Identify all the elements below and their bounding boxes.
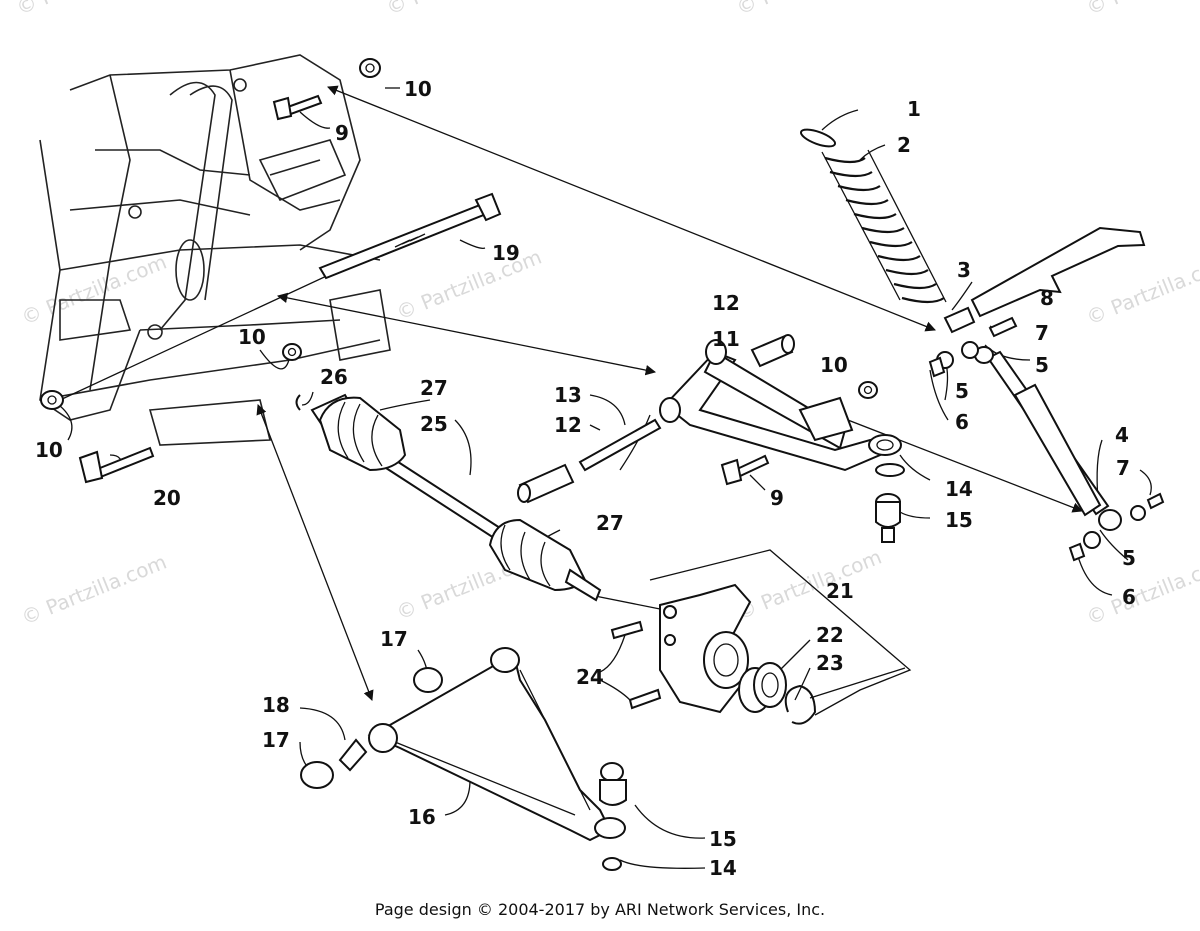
watermark: © Partzilla.com: [383, 0, 535, 20]
ring-14-upper: [875, 463, 905, 477]
callout-10c: 10: [35, 438, 63, 462]
callout-24: 24: [576, 665, 604, 689]
callout-7a: 7: [1035, 321, 1049, 345]
callout-5b: 5: [955, 379, 969, 403]
bolt-9-lower: [720, 454, 770, 486]
lower-a-arm-16: [367, 647, 626, 842]
nut-10: [40, 58, 878, 410]
callout-23: 23: [816, 651, 844, 675]
callout-20: 20: [153, 486, 181, 510]
ball-joint-15-upper: [875, 493, 901, 543]
watermark: © Partzilla.com: [13, 0, 165, 20]
callout-27b: 27: [596, 511, 624, 535]
ring-14-lower: [602, 857, 622, 871]
bolt-7: [988, 316, 1165, 510]
callout-5c: 5: [1122, 546, 1136, 570]
callout-10b: 10: [238, 325, 266, 349]
watermark: © Partzilla.com: [18, 550, 170, 630]
cv-boot-27-inner: [318, 396, 407, 472]
watermark: © Partzilla.com: [1083, 0, 1200, 20]
bearing-22: [738, 662, 787, 713]
clip-26: [295, 394, 301, 411]
callout-9a: 9: [335, 121, 349, 145]
watermark: © Partzilla.com: [393, 245, 545, 325]
callout-22: 22: [816, 623, 844, 647]
callout-15b: 15: [709, 827, 737, 851]
callout-14b: 14: [709, 856, 737, 880]
watermark: © Partzilla.com: [1083, 250, 1200, 330]
callout-13: 13: [554, 383, 582, 407]
callout-12b: 12: [554, 413, 582, 437]
callout-17a: 17: [380, 627, 408, 651]
bushing-12-lower: [517, 463, 575, 504]
callout-18: 18: [262, 693, 290, 717]
bolt-19: [318, 192, 502, 280]
callout-7b: 7: [1116, 456, 1130, 480]
sleeve-13: [578, 418, 662, 472]
callout-3: 3: [957, 258, 971, 282]
callout-19: 19: [492, 241, 520, 265]
spring-seat-1: [799, 128, 837, 148]
shock-absorber-4: [974, 346, 1122, 531]
callout-15a: 15: [945, 508, 973, 532]
callout-2: 2: [897, 133, 911, 157]
watermark: © Partzilla.com: [1083, 550, 1200, 630]
bolt-20: [78, 446, 155, 484]
bolt-24: [610, 620, 662, 710]
footer-copyright: Page design © 2004-2017 by ARI Network S…: [374, 900, 826, 919]
snap-ring-23: [784, 684, 817, 725]
ball-joint-15-lower: [599, 762, 627, 806]
watermark: © Partzilla.com: [733, 545, 885, 625]
callout-12a: 12: [712, 291, 740, 315]
watermark: © Partzilla.com: [733, 0, 885, 20]
upper-a-arm: [659, 339, 902, 472]
callout-26: 26: [320, 365, 348, 389]
callout-8: 8: [1040, 286, 1054, 310]
callout-27a: 27: [420, 376, 448, 400]
callout-17b: 17: [262, 728, 290, 752]
wrench-8: [970, 226, 1146, 318]
callout-16: 16: [408, 805, 436, 829]
callout-6a: 6: [955, 410, 969, 434]
sleeve-6: [928, 356, 1086, 562]
callout-1: 1: [907, 97, 921, 121]
watermark: © Partzilla.com: [18, 250, 170, 330]
callout-10a: 10: [404, 77, 432, 101]
callout-14a: 14: [945, 477, 973, 501]
bushings-17-18: [300, 667, 443, 789]
bolt-9-upper: [272, 94, 323, 121]
bushing-12-upper: [750, 334, 795, 368]
retainer-3: [943, 306, 976, 334]
leader-lines: [54, 85, 1152, 869]
callout-11: 11: [712, 327, 740, 351]
knuckle-21: [659, 583, 752, 714]
callout-labels: 1 2 3 4 5 5 5 6 6 7 7 8 9 9 10 10 10 10 …: [35, 77, 1136, 880]
callout-25: 25: [420, 412, 448, 436]
callout-5a: 5: [1035, 353, 1049, 377]
callout-6b: 6: [1122, 585, 1136, 609]
callout-10d: 10: [820, 353, 848, 377]
cv-boot-27-outer: [488, 518, 602, 602]
spring-2: [821, 149, 947, 304]
callout-9b: 9: [770, 486, 784, 510]
callout-4: 4: [1115, 423, 1129, 447]
callout-21: 21: [826, 579, 854, 603]
